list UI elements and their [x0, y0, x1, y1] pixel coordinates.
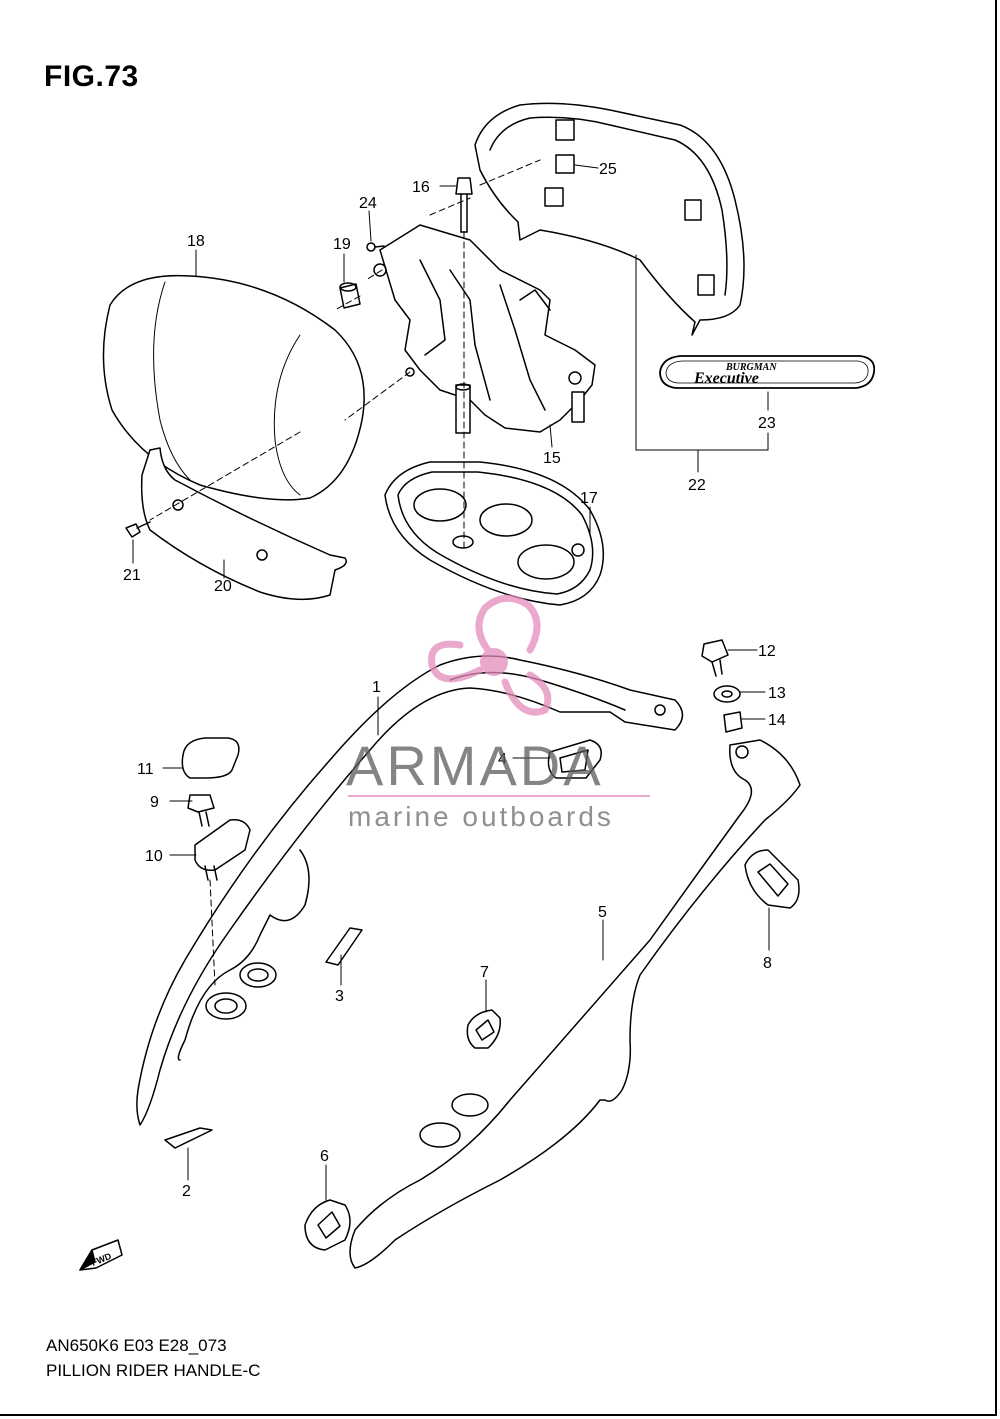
callout-7: 7: [480, 964, 489, 981]
callout-5: 5: [598, 904, 607, 921]
bolt-9: [187, 794, 215, 827]
callout-20: 20: [214, 578, 232, 595]
watermark-brand: ARMADA: [346, 734, 604, 797]
callout-8: 8: [763, 955, 772, 972]
callout-25: 25: [599, 161, 617, 178]
callout-6: 6: [320, 1148, 329, 1165]
rubber-19: [339, 282, 361, 309]
screw-24: [366, 242, 385, 252]
leader-lines: [132, 164, 770, 1201]
rear-trim-cover: [474, 102, 745, 336]
callout-2: 2: [182, 1183, 191, 1200]
callout-16: 16: [412, 179, 430, 196]
backrest-cover: [140, 447, 347, 601]
bolt-16: [455, 177, 473, 233]
assembly-name: PILLION RIDER HANDLE-C: [46, 1361, 261, 1380]
callout-18: 18: [187, 233, 205, 250]
watermark: ARMADA marine outboards: [346, 594, 650, 832]
callout-10: 10: [145, 848, 163, 865]
executive-emblem: [659, 355, 876, 389]
callout-12: 12: [758, 643, 776, 660]
callout-3: 3: [335, 988, 344, 1005]
backrest-pad: [102, 274, 365, 501]
callout-9: 9: [150, 794, 159, 811]
cushion-7: [466, 1009, 501, 1049]
watermark-tagline: marine outboards: [348, 801, 614, 832]
callout-numbers: 1 2 3 4 5 6 7 8 9 10 11 12 13 14 15 16 1…: [123, 161, 786, 1200]
cushion-4: [547, 739, 602, 779]
assembly-lines: [149, 159, 541, 986]
callout-17: 17: [580, 490, 598, 507]
callout-11: 11: [137, 761, 154, 778]
screw-21: [125, 521, 151, 538]
cushion-8: [744, 849, 800, 909]
propeller-logo-icon: [428, 594, 552, 716]
washer-13: [713, 685, 741, 703]
figure-title: FIG.73: [44, 60, 139, 93]
callout-24: 24: [359, 195, 377, 212]
bolt-12: [701, 639, 729, 677]
fwd-arrow-icon: [79, 1239, 123, 1271]
emblem-line1: BURGMAN: [725, 362, 777, 373]
plate-10: [194, 818, 251, 881]
callout-23: 23: [758, 415, 776, 432]
right-handle: [349, 739, 801, 1269]
collar-14: [723, 711, 743, 733]
callout-14: 14: [768, 712, 786, 729]
cushion-6: [304, 1199, 351, 1251]
callout-22: 22: [688, 477, 706, 494]
model-code: AN650K6 E03 E28_073: [46, 1336, 227, 1355]
cushion-2: [164, 1127, 213, 1149]
emblem-line2: Executive: [693, 370, 759, 387]
backrest-bracket: [373, 224, 596, 434]
callout-4: 4: [498, 751, 507, 768]
callout-15: 15: [543, 450, 561, 467]
callout-21: 21: [123, 567, 141, 584]
callout-13: 13: [768, 685, 786, 702]
callout-19: 19: [333, 236, 351, 253]
callout-1: 1: [372, 679, 381, 696]
base-plate: [384, 461, 605, 606]
left-handle: [136, 655, 684, 1126]
cap-11: [181, 737, 240, 779]
cushion-3: [325, 927, 363, 966]
